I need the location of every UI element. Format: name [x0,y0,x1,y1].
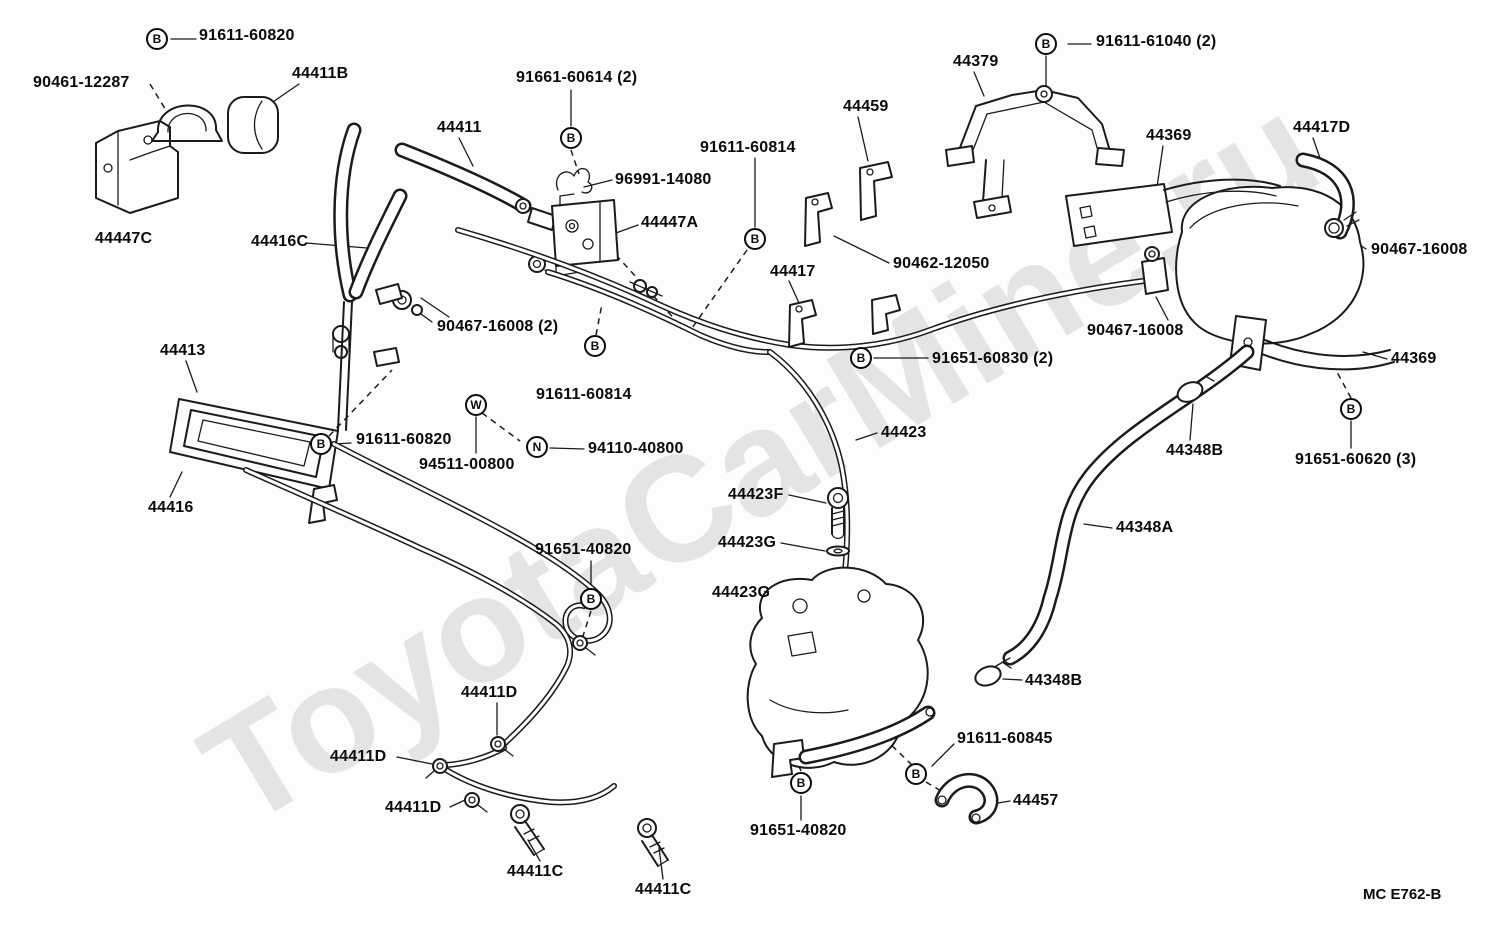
part-label-91651-40820-a: 91651-40820 [535,541,632,558]
part-label-94511-00800: 94511-00800 [419,456,515,473]
part-label-44379: 44379 [953,53,999,70]
hose-44417d [1295,152,1360,240]
clip-mid-right [871,294,901,335]
clamp-44348b-top [1176,371,1215,403]
part-label-44411d-b: 44411D [330,748,387,765]
bolt-44411c-right [637,818,669,867]
bolt-symbol-b: B [560,127,582,149]
washer-44423g [826,545,850,557]
bracket-44379 [945,85,1125,219]
part-label-44348b-bottom: 44348B [1025,672,1083,689]
part-label-91611-60814-b: 91611-60814 [536,386,632,403]
part-label-91651-40820-b: 91651-40820 [750,822,847,839]
bolt-44411c-left [510,804,545,856]
part-label-44411: 44411 [437,119,482,136]
part-label-44417: 44417 [770,263,816,280]
bolt-symbol-b: B [310,433,332,455]
part-label-96991-14080: 96991-14080 [615,171,712,188]
bolt-symbol-b: B [790,772,812,794]
part-label-44369-top: 44369 [1146,127,1192,144]
part-label-44348a: 44348A [1116,519,1174,536]
part-label-91611-60845: 91611-60845 [957,730,1053,747]
part-label-44459: 44459 [843,98,889,115]
bolt-symbol-b: B [905,763,927,785]
canister [1175,185,1365,345]
bolt-symbol-b: B [744,228,766,250]
valve-cluster [332,283,433,431]
bracket-44447c [95,120,179,214]
part-label-44423: 44423 [881,424,927,441]
washer-symbol-w: W [465,394,487,416]
hose-44411 [394,142,532,214]
part-label-44417d: 44417D [1293,119,1351,136]
drawing-code: MC E762-B [1363,886,1442,903]
part-label-44411b: 44411B [292,65,349,82]
pressure-tubes [455,227,1146,593]
part-label-90461-12287: 90461-12287 [33,74,130,91]
pump-body [746,566,929,778]
part-label-44457: 44457 [1013,792,1059,809]
part-label-90462-12050: 90462-12050 [893,255,990,272]
clip-96991-14080 [555,167,593,194]
part-label-44423g-b: 44423G [712,584,771,601]
band-44369-top [1065,178,1281,247]
bolt-symbol-b: B [584,335,606,357]
clamp-90461-12287 [151,104,223,142]
part-label-91611-61040: 91611-61040 (2) [1096,33,1217,50]
part-label-44423f: 44423F [728,486,784,503]
part-label-91651-60620: 91651-60620 (3) [1295,451,1417,468]
part-label-44447a: 44447A [641,214,699,231]
clamps-44411d [425,635,596,813]
bolt-symbol-b: B [850,347,872,369]
part-label-91611-60820-b: 91611-60820 [356,431,452,448]
fitting-90467-mid [1141,246,1169,295]
clip-44417 [788,299,817,348]
return-tubes-44416 [243,441,617,806]
clip-90462-12050 [804,192,833,247]
part-label-44413: 44413 [160,342,206,359]
part-label-44348b-top: 44348B [1166,442,1224,459]
part-label-44411d-a: 44411D [461,684,518,701]
bolt-symbol-b: B [580,588,602,610]
cooler-tube-44413 [169,398,339,524]
nut-symbol-n: N [526,436,548,458]
bolt-44423f [827,487,849,540]
bolt-symbol-b: B [146,28,168,50]
part-label-90467-16008-m: 90467-16008 [1087,322,1184,339]
part-label-44369-bottom: 44369 [1391,350,1437,367]
part-label-91661-60614: 91661-60614 (2) [516,69,638,86]
part-label-44416: 44416 [148,499,194,516]
part-label-44447c: 44447C [95,230,153,247]
part-label-44416c: 44416C [251,233,309,250]
part-label-44423g-a: 44423G [718,534,777,551]
hose-bottom-center [798,705,936,765]
part-label-44411d-c: 44411D [385,799,442,816]
part-label-91611-60820: 91611-60820 [199,27,295,44]
part-label-90467-16008-2: 90467-16008 (2) [437,318,559,335]
hose-44348a [1002,344,1255,666]
part-label-91651-60830: 91651-60830 (2) [932,350,1054,367]
part-label-91611-60814-a: 91611-60814 [700,139,796,156]
bolt-symbol-b: B [1340,398,1362,420]
bolt-symbol-b: B [1035,33,1057,55]
part-label-90467-16008-r: 90467-16008 [1371,241,1468,258]
clamp-44348b-bottom [974,657,1012,687]
part-label-44411c-b: 44411C [635,881,692,898]
part-label-44411c-a: 44411C [507,863,564,880]
bracket-44447a [551,193,619,277]
part-label-94110-40800: 94110-40800 [588,440,684,457]
grommet-44411b [227,96,279,154]
hose-44416c [333,122,408,303]
hose-44457 [934,772,999,825]
tube-fittings [515,198,663,298]
clip-44459 [859,161,893,221]
